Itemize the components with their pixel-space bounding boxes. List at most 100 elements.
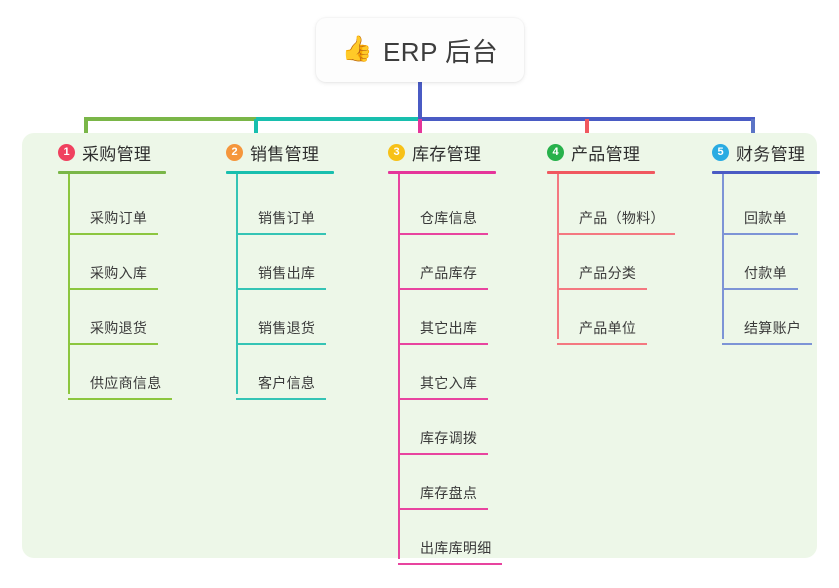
leaf-item-label: 采购订单: [90, 210, 148, 226]
leaf-item-underline: [68, 343, 158, 345]
leaf-item-underline: [68, 233, 158, 235]
leaf-item-underline: [236, 343, 326, 345]
leaf-item-label: 产品（物料）: [579, 210, 665, 226]
leaf-item-underline: [68, 398, 172, 400]
leaf-item[interactable]: 产品库存: [398, 235, 496, 290]
column-header-5[interactable]: 5 财务管理: [694, 133, 820, 171]
column-5: 5 财务管理回款单付款单结算账户: [694, 133, 820, 345]
column-badge-4: 4: [547, 143, 564, 161]
column-rule-3: [388, 171, 496, 174]
leaf-item-label: 其它入库: [420, 375, 478, 391]
leaf-item[interactable]: 仓库信息: [398, 180, 496, 235]
column-rule-1: [58, 171, 166, 174]
leaf-item-label: 采购入库: [90, 265, 148, 281]
leaf-item-underline: [557, 288, 647, 290]
leaf-spine-1: [68, 174, 70, 394]
leaf-item-underline: [398, 288, 488, 290]
leaf-item-underline: [398, 508, 488, 510]
leaf-item-label: 采购退货: [90, 320, 148, 336]
leaf-spine-2: [236, 174, 238, 394]
leaf-item[interactable]: 采购退货: [68, 290, 166, 345]
column-title-4: 产品管理: [571, 144, 641, 164]
leaf-item-label: 付款单: [744, 265, 787, 281]
column-2: 2 销售管理销售订单销售出库销售退货客户信息: [208, 133, 334, 400]
leaf-item-label: 供应商信息: [90, 375, 162, 391]
column-header-1[interactable]: 1 采购管理: [40, 133, 166, 171]
leaf-item-underline: [398, 343, 488, 345]
root-node[interactable]: 👍 ERP 后台: [316, 18, 524, 82]
leaf-item[interactable]: 采购入库: [68, 235, 166, 290]
leaf-item[interactable]: 销售退货: [236, 290, 334, 345]
leaf-item[interactable]: 产品单位: [557, 290, 665, 345]
diagram-panel: [22, 133, 817, 558]
column-badge-1: 1: [58, 143, 75, 161]
leaf-item-label: 仓库信息: [420, 210, 478, 226]
leaf-item-underline: [236, 233, 326, 235]
leaf-item[interactable]: 出库库明细: [398, 510, 502, 565]
leaf-item-underline: [236, 288, 326, 290]
leaf-item[interactable]: 库存盘点: [398, 455, 496, 510]
leaf-item[interactable]: 采购订单: [68, 180, 166, 235]
leaf-list-3: 仓库信息产品库存其它出库其它入库库存调拨库存盘点出库库明细: [398, 174, 502, 565]
leaf-item-label: 其它出库: [420, 320, 478, 336]
leaf-item[interactable]: 销售出库: [236, 235, 334, 290]
leaf-item-label: 销售订单: [258, 210, 316, 226]
column-rule-5: [712, 171, 820, 174]
leaf-item-underline: [722, 343, 812, 345]
column-3: 3 库存管理仓库信息产品库存其它出库其它入库库存调拨库存盘点出库库明细: [370, 133, 502, 565]
column-4: 4 产品管理产品（物料） 产品分类产品单位: [529, 133, 675, 345]
column-header-2[interactable]: 2 销售管理: [208, 133, 334, 171]
column-title-5: 财务管理: [736, 144, 806, 164]
leaf-item-underline: [722, 288, 798, 290]
column-rule-2: [226, 171, 334, 174]
column-badge-2: 2: [226, 143, 243, 161]
leaf-item-label: 产品分类: [579, 265, 637, 281]
leaf-list-2: 销售订单销售出库销售退货客户信息: [236, 174, 334, 400]
leaf-item[interactable]: 结算账户: [722, 290, 820, 345]
leaf-item-label: 产品库存: [420, 265, 478, 281]
leaf-item-underline: [398, 563, 502, 565]
column-title-1: 采购管理: [82, 144, 152, 164]
column-badge-5: 5: [712, 143, 729, 161]
leaf-item[interactable]: 客户信息: [236, 345, 334, 400]
leaf-item-label: 库存盘点: [420, 485, 478, 501]
leaf-spine-3: [398, 174, 400, 559]
leaf-item[interactable]: 回款单: [722, 180, 820, 235]
leaf-list-1: 采购订单采购入库采购退货供应商信息: [68, 174, 172, 400]
leaf-item[interactable]: 其它入库: [398, 345, 496, 400]
leaf-item[interactable]: 付款单: [722, 235, 820, 290]
leaf-item[interactable]: 销售订单: [236, 180, 334, 235]
column-badge-3: 3: [388, 143, 405, 161]
leaf-item-underline: [68, 288, 158, 290]
column-header-4[interactable]: 4 产品管理: [529, 133, 665, 171]
column-1: 1 采购管理采购订单采购入库采购退货供应商信息: [40, 133, 172, 400]
leaf-item-underline: [236, 398, 326, 400]
columns-container: 1 采购管理采购订单采购入库采购退货供应商信息 2 销售管理销售订单销售出库销售退货客…: [22, 133, 820, 565]
leaf-item-underline: [398, 398, 488, 400]
leaf-item[interactable]: 产品分类: [557, 235, 665, 290]
leaf-item-label: 库存调拨: [420, 430, 478, 446]
leaf-item-underline: [557, 233, 675, 235]
leaf-item[interactable]: 其它出库: [398, 290, 496, 345]
leaf-item-underline: [398, 453, 488, 455]
leaf-item-label: 产品单位: [579, 320, 637, 336]
leaf-item-underline: [398, 233, 488, 235]
column-title-2: 销售管理: [250, 144, 320, 164]
leaf-spine-5: [722, 174, 724, 339]
leaf-item-label: 销售退货: [258, 320, 316, 336]
leaf-list-4: 产品（物料） 产品分类产品单位: [557, 174, 675, 345]
column-header-3[interactable]: 3 库存管理: [370, 133, 496, 171]
leaf-item[interactable]: 供应商信息: [68, 345, 172, 400]
thumbs-up-icon: 👍: [341, 34, 373, 63]
column-title-3: 库存管理: [412, 144, 482, 164]
leaf-item[interactable]: 库存调拨: [398, 400, 496, 455]
root-title: ERP 后台: [382, 36, 499, 67]
leaf-item-label: 销售出库: [258, 265, 316, 281]
leaf-list-5: 回款单付款单结算账户: [722, 174, 820, 345]
leaf-item-underline: [557, 343, 647, 345]
leaf-spine-4: [557, 174, 559, 339]
leaf-item-label: 回款单: [744, 210, 787, 226]
leaf-item[interactable]: 产品（物料）: [557, 180, 675, 235]
leaf-item-label: 客户信息: [258, 375, 316, 391]
leaf-item-underline: [722, 233, 798, 235]
